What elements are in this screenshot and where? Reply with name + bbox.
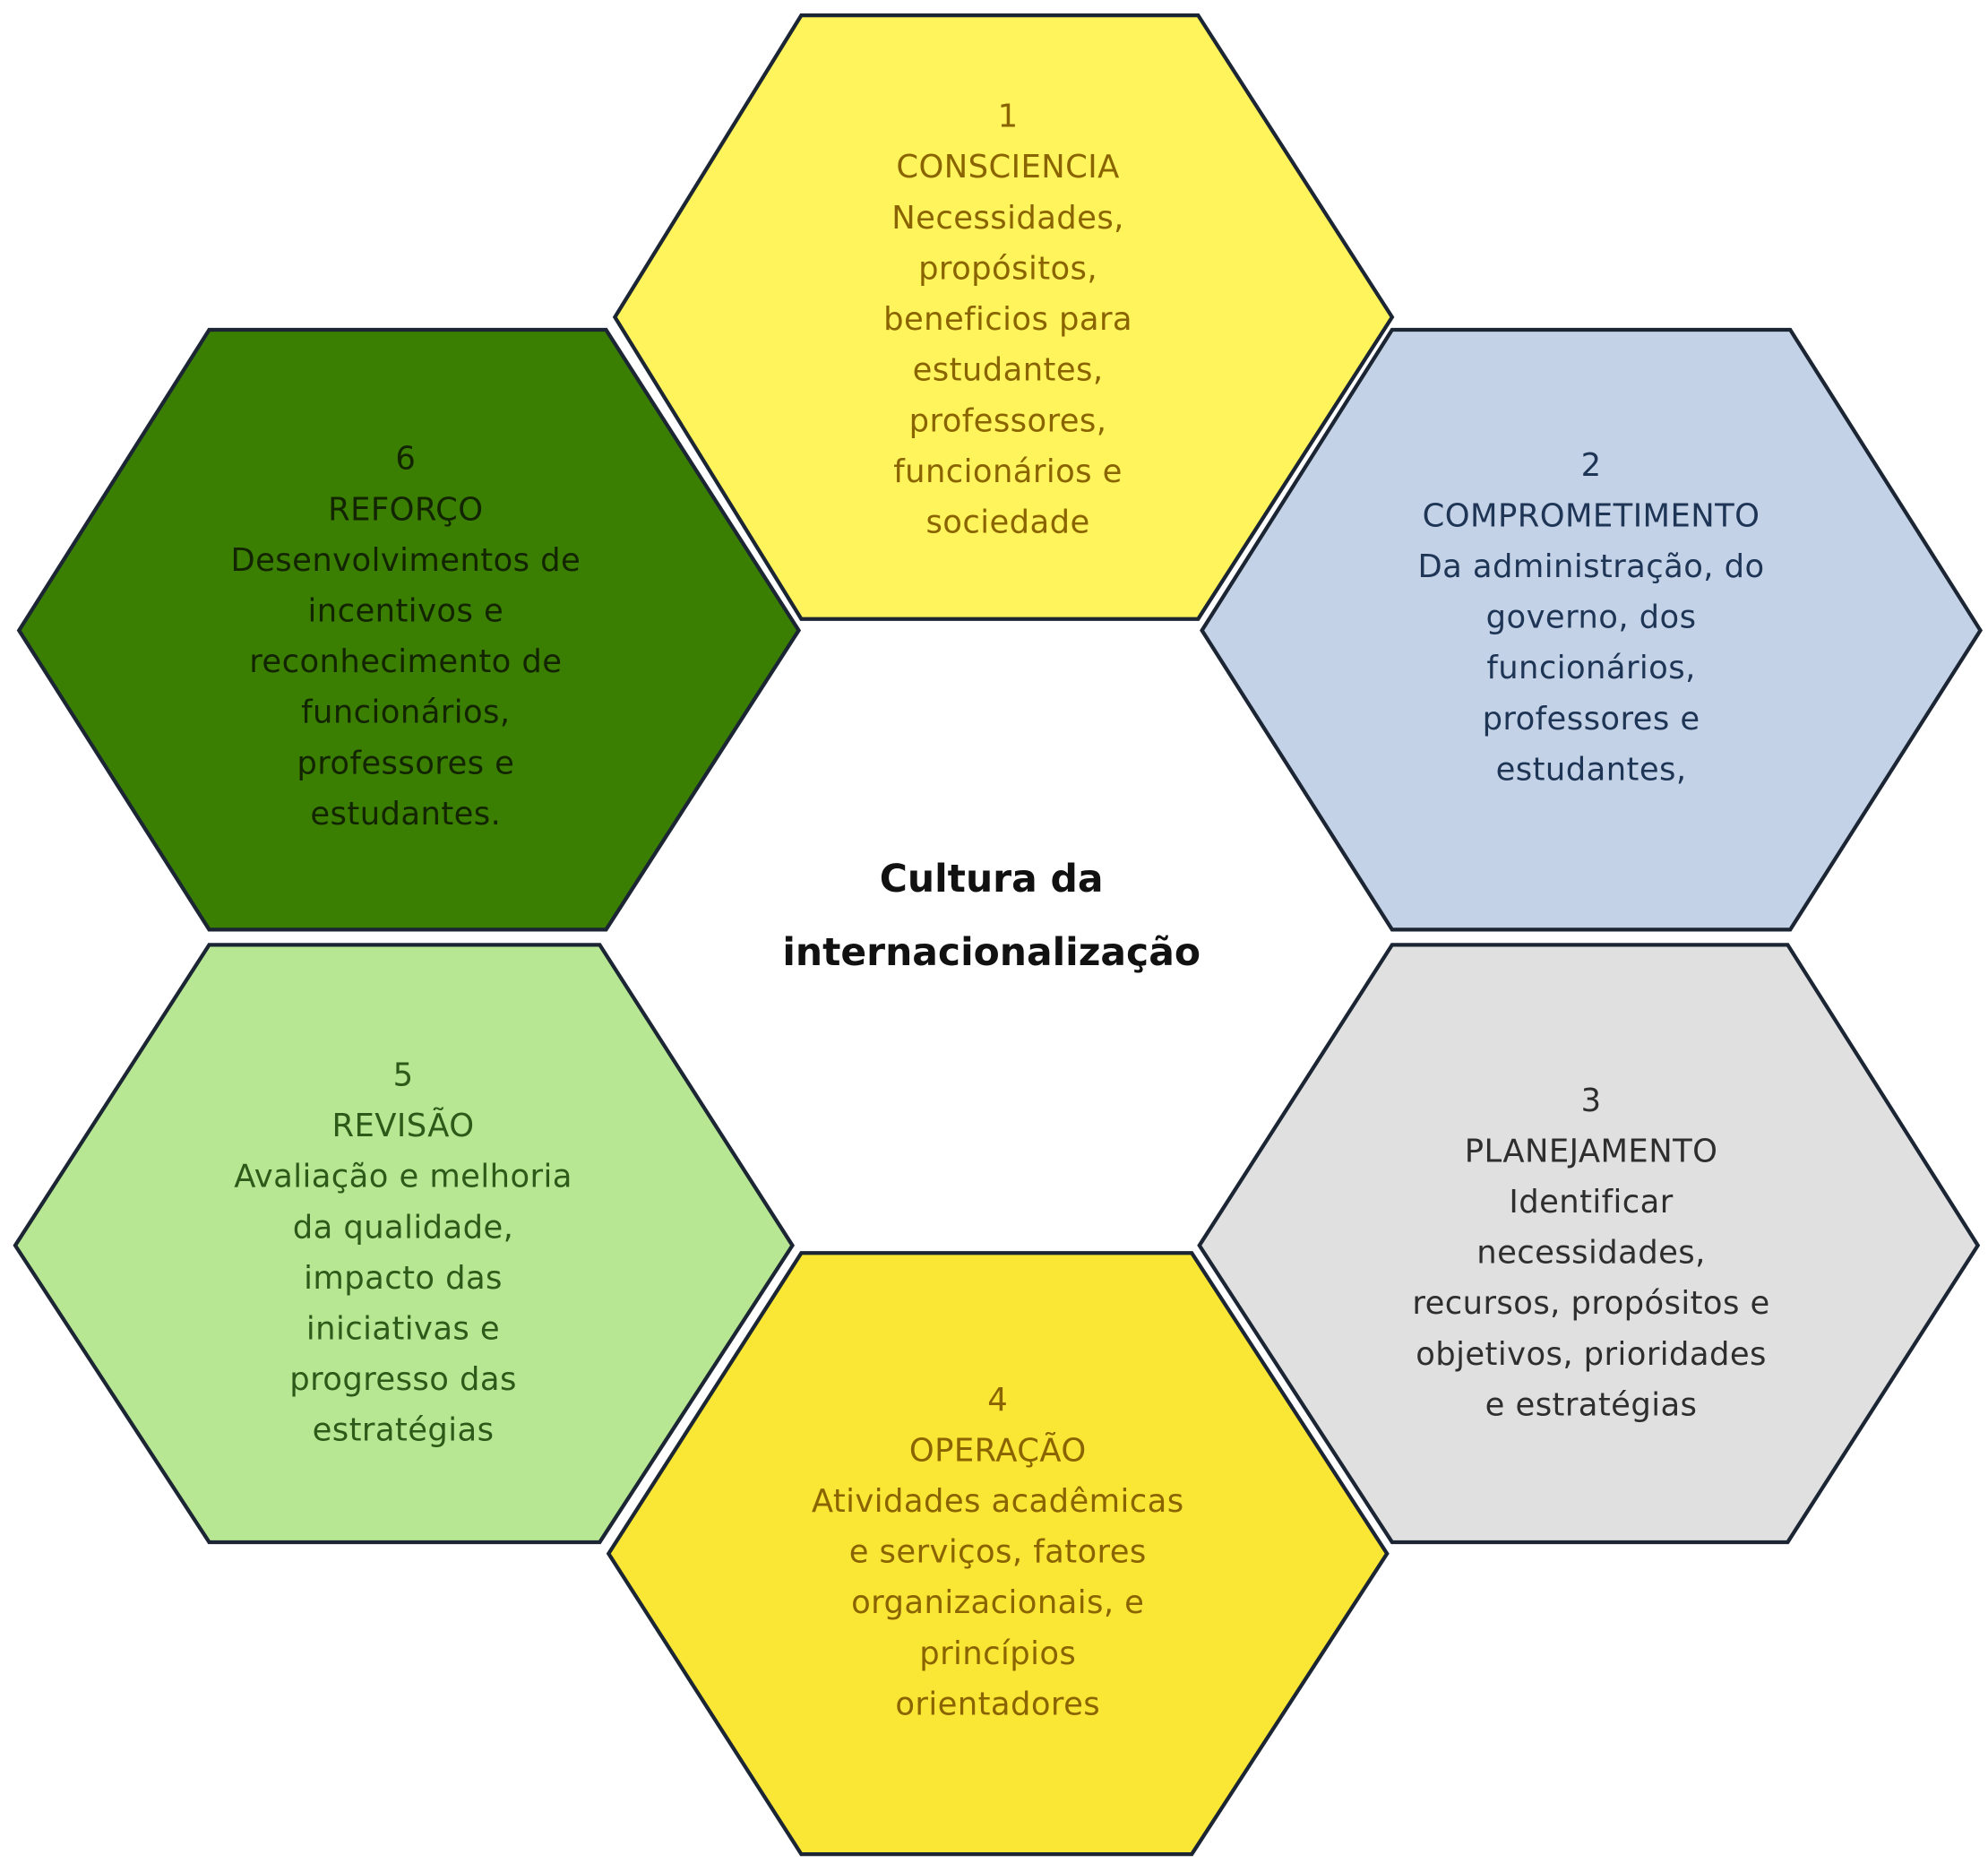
hexagon-reforco-line-1: Desenvolvimentos de [230, 542, 581, 579]
hexagon-operacao-line-2: e serviços, fatores [849, 1534, 1147, 1571]
hexagon-planejamento-line-1: Identificar [1509, 1184, 1673, 1221]
hexagon-shape-consciencia [612, 13, 1395, 621]
hexagon-revisao-line-4: iniciativas e [306, 1311, 500, 1348]
hexagon-planejamento-title: PLANEJAMENTO [1465, 1133, 1718, 1169]
hexagon-reforco-line-6: estudantes. [310, 796, 501, 832]
hexagon-revisao-line-3: impacto das [304, 1260, 503, 1297]
hexagon-reforco-line-5: professores e [297, 745, 514, 781]
hexagon-comprometimento-line-5: estudantes, [1496, 751, 1687, 788]
hexagon-operacao-line-1: Atividades acadêmicas [812, 1483, 1184, 1520]
hexagon-revisao-line-5: progresso das [289, 1361, 517, 1398]
hexagon-planejamento-line-3: recursos, propósitos e [1412, 1285, 1769, 1322]
hexagon-reforco-number: 6 [395, 441, 416, 478]
hexagon-planejamento-line-5: e estratégias [1485, 1386, 1698, 1423]
hexagon-consciencia-line-7: sociedade [925, 504, 1089, 540]
hexagon-comprometimento-title: COMPROMETIMENTO [1423, 497, 1760, 534]
hexagon-shape-reforco [16, 327, 802, 932]
hexagon-consciencia-line-3: beneficios para [883, 301, 1132, 338]
hexagon-revisao-line-1: Avaliação e melhoria [234, 1159, 572, 1195]
hexagon-operacao-number: 4 [987, 1382, 1008, 1419]
hexagon-consciencia-number: 1 [998, 99, 1019, 135]
hexagon-revisao-line-2: da qualidade, [293, 1209, 514, 1246]
hexagon-planejamento-line-4: objetivos, prioridades [1416, 1336, 1767, 1373]
hexagon-revisao-line-6: estratégias [313, 1412, 495, 1449]
hexagon-revisao-title: REVISÃO [332, 1107, 475, 1144]
hexagon-shape-comprometimento [1200, 327, 1984, 932]
hexagon-consciencia-line-2: propósitos, [918, 250, 1097, 287]
hexagon-shape-operacao [606, 1251, 1390, 1857]
hexagon-consciencia-line-5: professores, [909, 402, 1107, 439]
center-title-line-2: internacionalização [782, 931, 1201, 975]
hexagon-reforco-line-3: reconhecimento de [249, 643, 562, 680]
hexagon-operacao-title: OPERAÇÃO [909, 1431, 1087, 1469]
hexagon-shape-planejamento [1197, 943, 1981, 1545]
hexagon-shape-revisao [13, 943, 796, 1545]
hexagon-comprometimento-line-3: funcionários, [1486, 650, 1695, 686]
hexagon-comprometimento-number: 2 [1581, 447, 1602, 484]
hexagon-consciencia-title: CONSCIENCIA [896, 149, 1119, 185]
hexagon-comprometimento-line-1: Da administração, do [1418, 548, 1765, 585]
center-title-line-1: Cultura da [880, 858, 1104, 901]
hexagon-planejamento-line-2: necessidades, [1476, 1235, 1706, 1272]
hexagon-planejamento-number: 3 [1581, 1083, 1602, 1119]
hexagon-operacao-line-4: princípios [919, 1635, 1076, 1672]
hexagon-consciencia-line-1: Necessidades, [891, 200, 1124, 237]
hexagon-consciencia-line-4: estudantes, [913, 352, 1104, 389]
hexagon-reforco-title: REFORÇO [328, 491, 483, 528]
hexagon-operacao-line-3: organizacionais, e [851, 1584, 1144, 1621]
hexagon-comprometimento-line-2: governo, dos [1486, 600, 1697, 636]
hexagon-operacao-line-5: orientadores [895, 1686, 1100, 1722]
hexagon-reforco-line-4: funcionários, [301, 694, 510, 731]
hexagon-revisao-number: 5 [393, 1057, 414, 1093]
hexagon-reforco-line-2: incentivos e [308, 593, 504, 630]
hexagon-consciencia-line-6: funcionários e [893, 453, 1123, 490]
hexagon-comprometimento-line-4: professores e [1483, 701, 1700, 738]
